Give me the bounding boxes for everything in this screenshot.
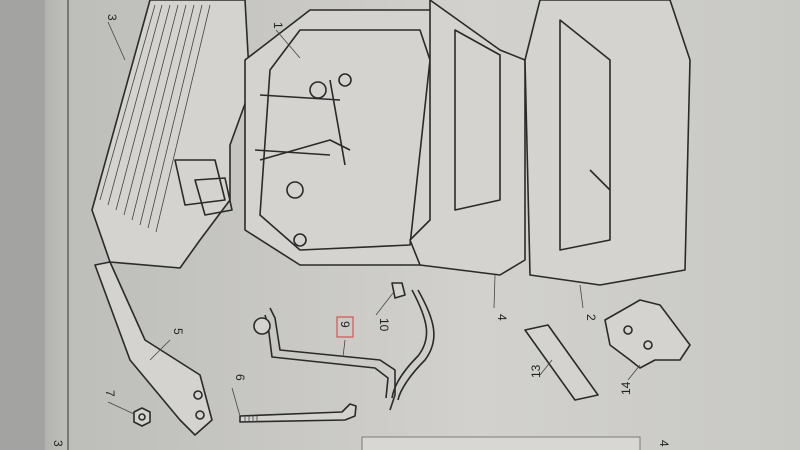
label-part-10[interactable]: 10 <box>377 318 391 332</box>
part-2-battery-box <box>524 0 691 286</box>
bottom-table-box <box>361 436 641 450</box>
label-part-2[interactable]: 2 <box>584 314 598 321</box>
part-5-bracket <box>94 261 213 436</box>
label-part-3[interactable]: 3 <box>105 14 119 21</box>
part-13-block <box>524 324 599 401</box>
label-part-13[interactable]: 13 <box>529 364 543 378</box>
label-part-1[interactable]: 1 <box>271 22 285 29</box>
part-9-cable <box>253 307 396 411</box>
label-part-14[interactable]: 14 <box>619 381 633 395</box>
label-part-6[interactable]: 6 <box>233 374 247 381</box>
part-6-rod <box>239 403 357 423</box>
part-4-battery-tray <box>409 0 526 276</box>
part-labels: 3 1 5 7 6 9 10 4 2 13 14 3 4 <box>51 14 671 447</box>
edge-mark-left: 3 <box>51 440 65 447</box>
edge-mark-bottom: 4 <box>657 440 671 447</box>
part-14-hinge-bracket <box>604 299 691 369</box>
label-part-7[interactable]: 7 <box>103 390 117 397</box>
leader-lines <box>107 21 641 417</box>
highlight-box-part-9 <box>336 316 354 338</box>
label-part-9[interactable]: 9 <box>338 321 352 328</box>
label-part-4[interactable]: 4 <box>495 314 509 321</box>
part-1-battery <box>244 9 471 266</box>
part-7-nut <box>133 407 151 427</box>
part-10-bolt-strap <box>391 282 435 401</box>
part-3-battery-cover <box>91 0 251 269</box>
label-part-5[interactable]: 5 <box>171 328 185 335</box>
left-margin <box>0 0 45 450</box>
